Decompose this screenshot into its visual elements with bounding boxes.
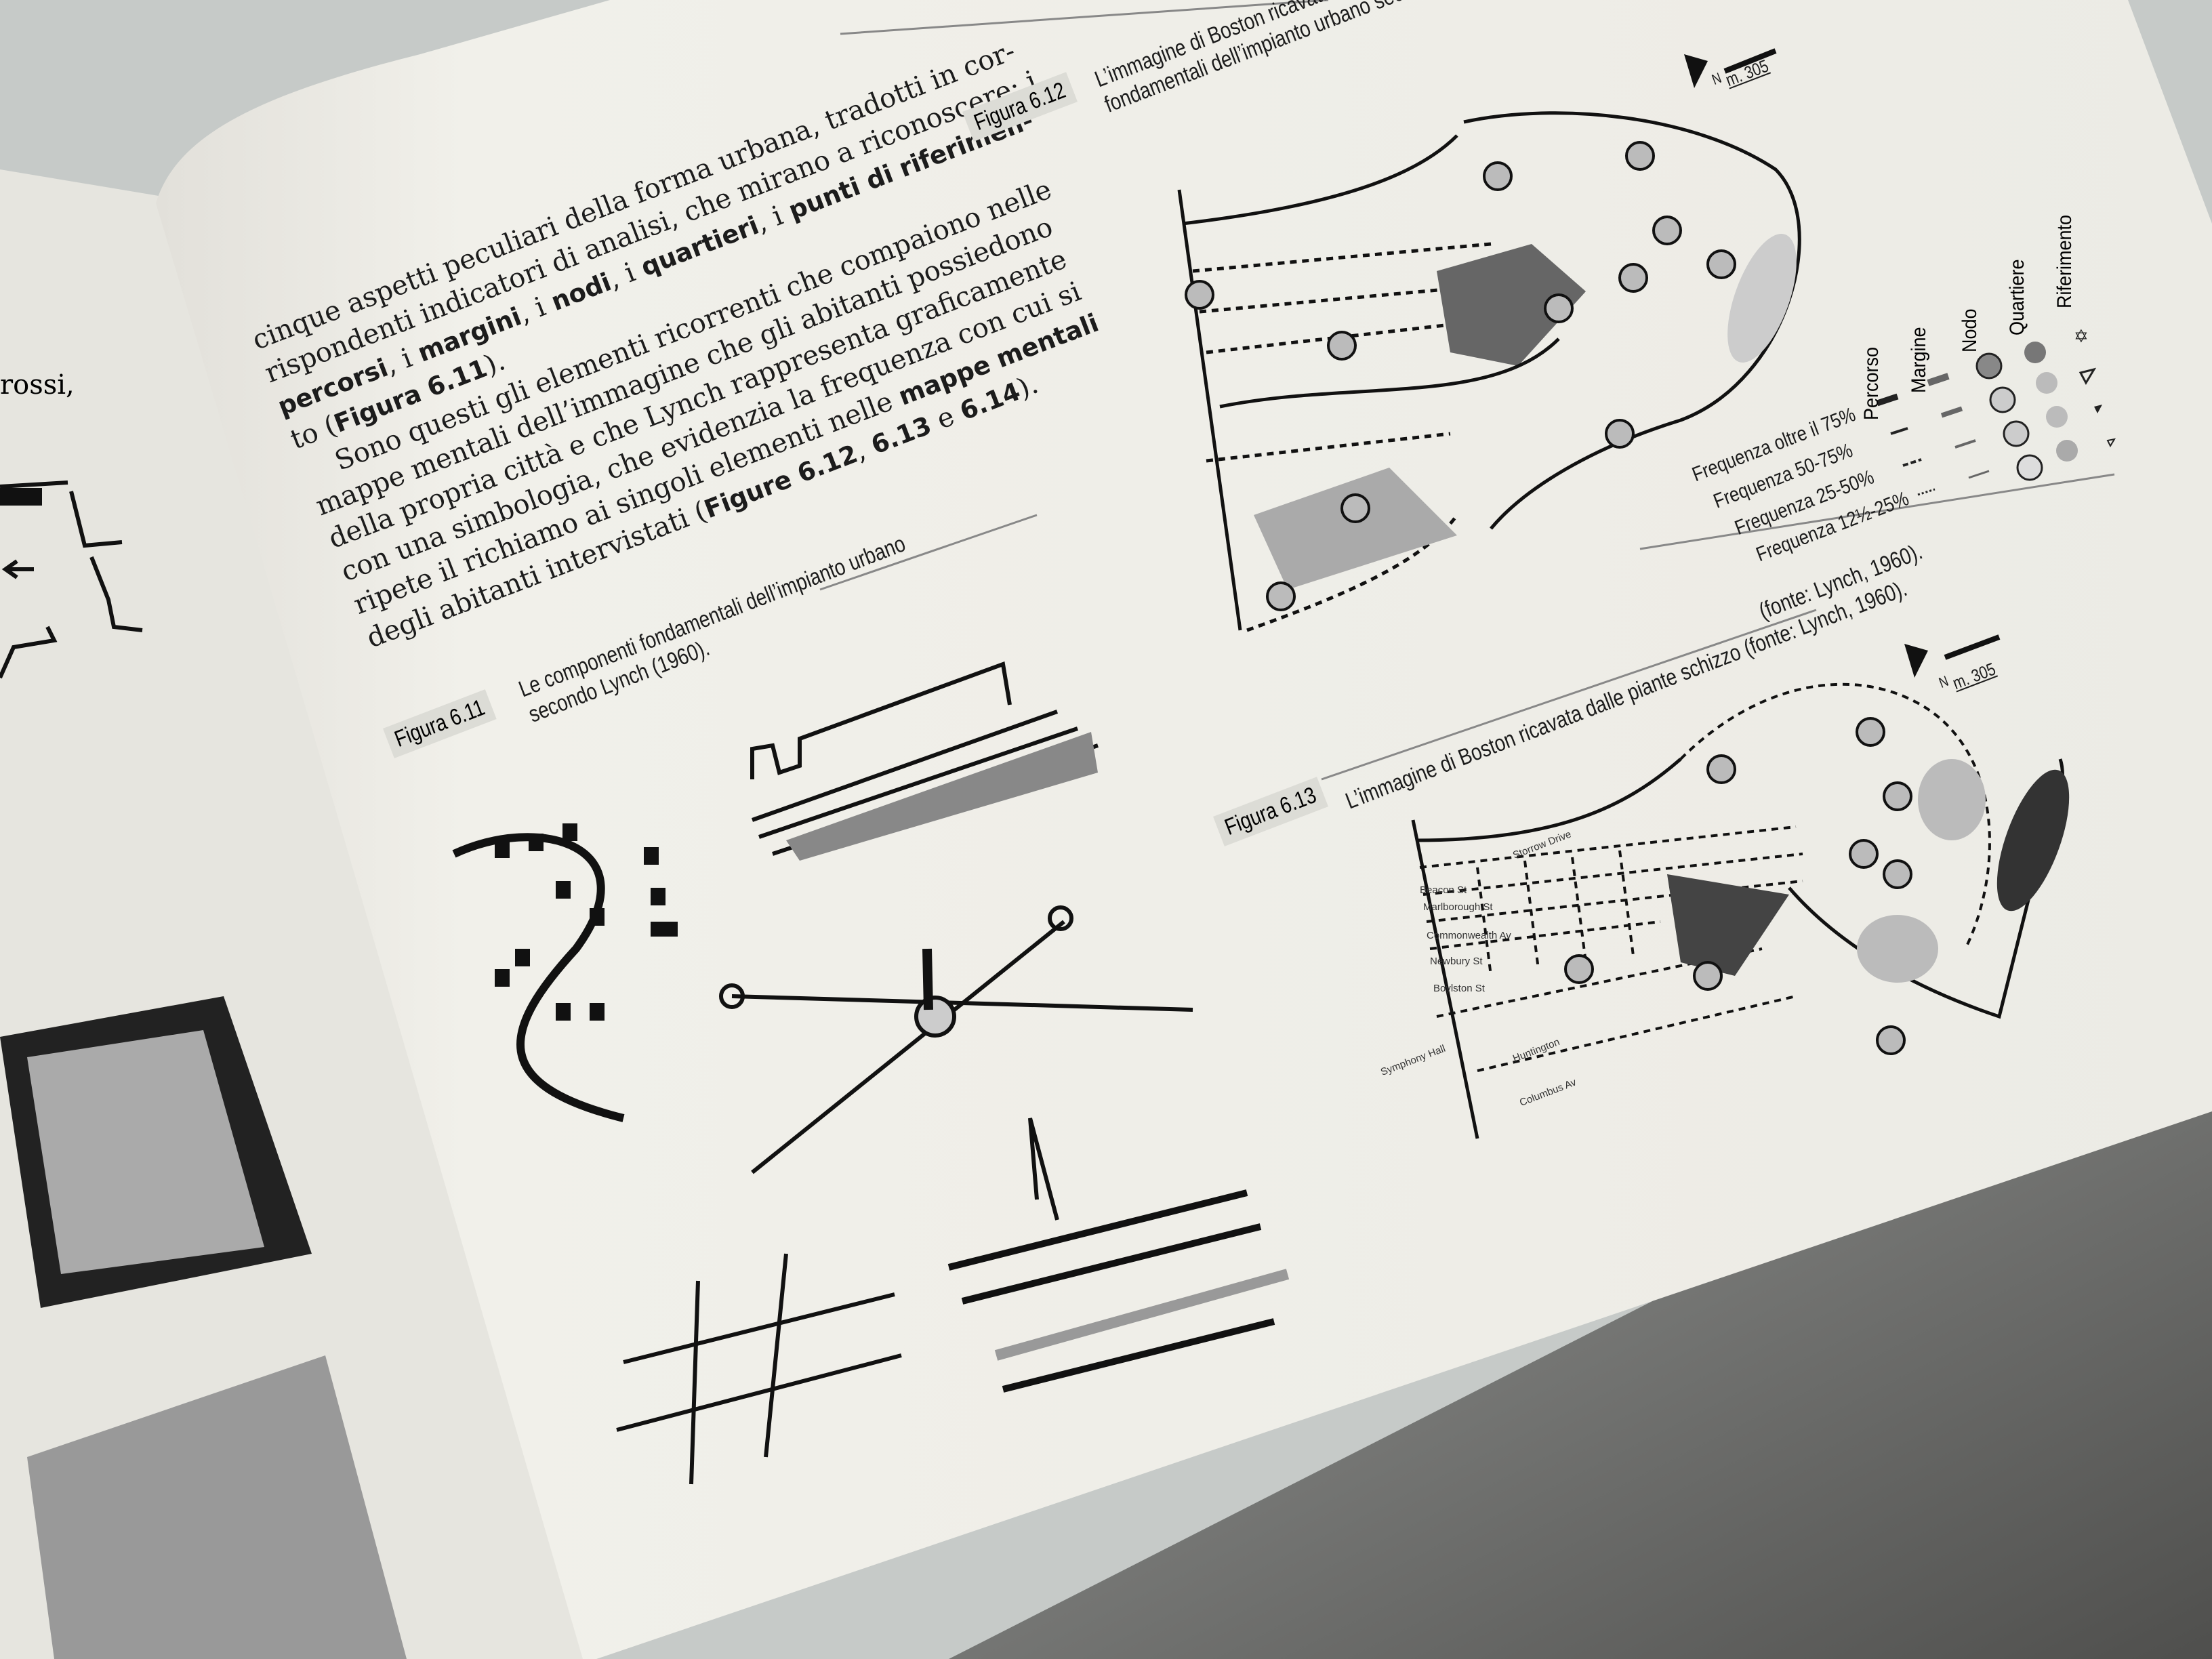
edge-sketch: [947, 1118, 1290, 1393]
node-sketch: [719, 905, 1193, 1174]
map-label: Beacon St: [1420, 884, 1467, 896]
path-sketch: [750, 661, 1099, 861]
legend-col-riferimento: Riferimento: [2053, 214, 2076, 308]
legend-col-margine: Margine: [1908, 327, 1930, 393]
north-arrow-icon: [1684, 54, 1708, 88]
figure-6-12-map: [1177, 111, 1801, 632]
legend-col-percorso: Percorso: [1860, 346, 1883, 420]
legend-col-nodo: Nodo: [1959, 308, 1981, 352]
left-page: [0, 169, 596, 1659]
map-label: Marlborough St: [1423, 901, 1493, 913]
left-page-text-fragment: rossi,: [0, 369, 75, 401]
legend-col-quartiere: Quartiere: [2006, 259, 2028, 335]
map-label: Boylston St: [1433, 983, 1485, 994]
district-blocks: [495, 823, 678, 1021]
left-page-photo-2: [27, 1355, 407, 1659]
svg-text:✡: ✡: [2074, 327, 2089, 347]
grid-sketch: [616, 1253, 902, 1485]
left-page-plan-drawing: [0, 480, 143, 679]
right-page: [156, 0, 2212, 1659]
map-label: Newbury St: [1430, 956, 1483, 967]
legend-symbols: ✡: [1876, 327, 2116, 496]
north-arrow-icon-2: [1904, 644, 1928, 678]
map-label: Commonwealth Av: [1427, 930, 1511, 941]
figure-6-13-map: [1411, 682, 2070, 1139]
